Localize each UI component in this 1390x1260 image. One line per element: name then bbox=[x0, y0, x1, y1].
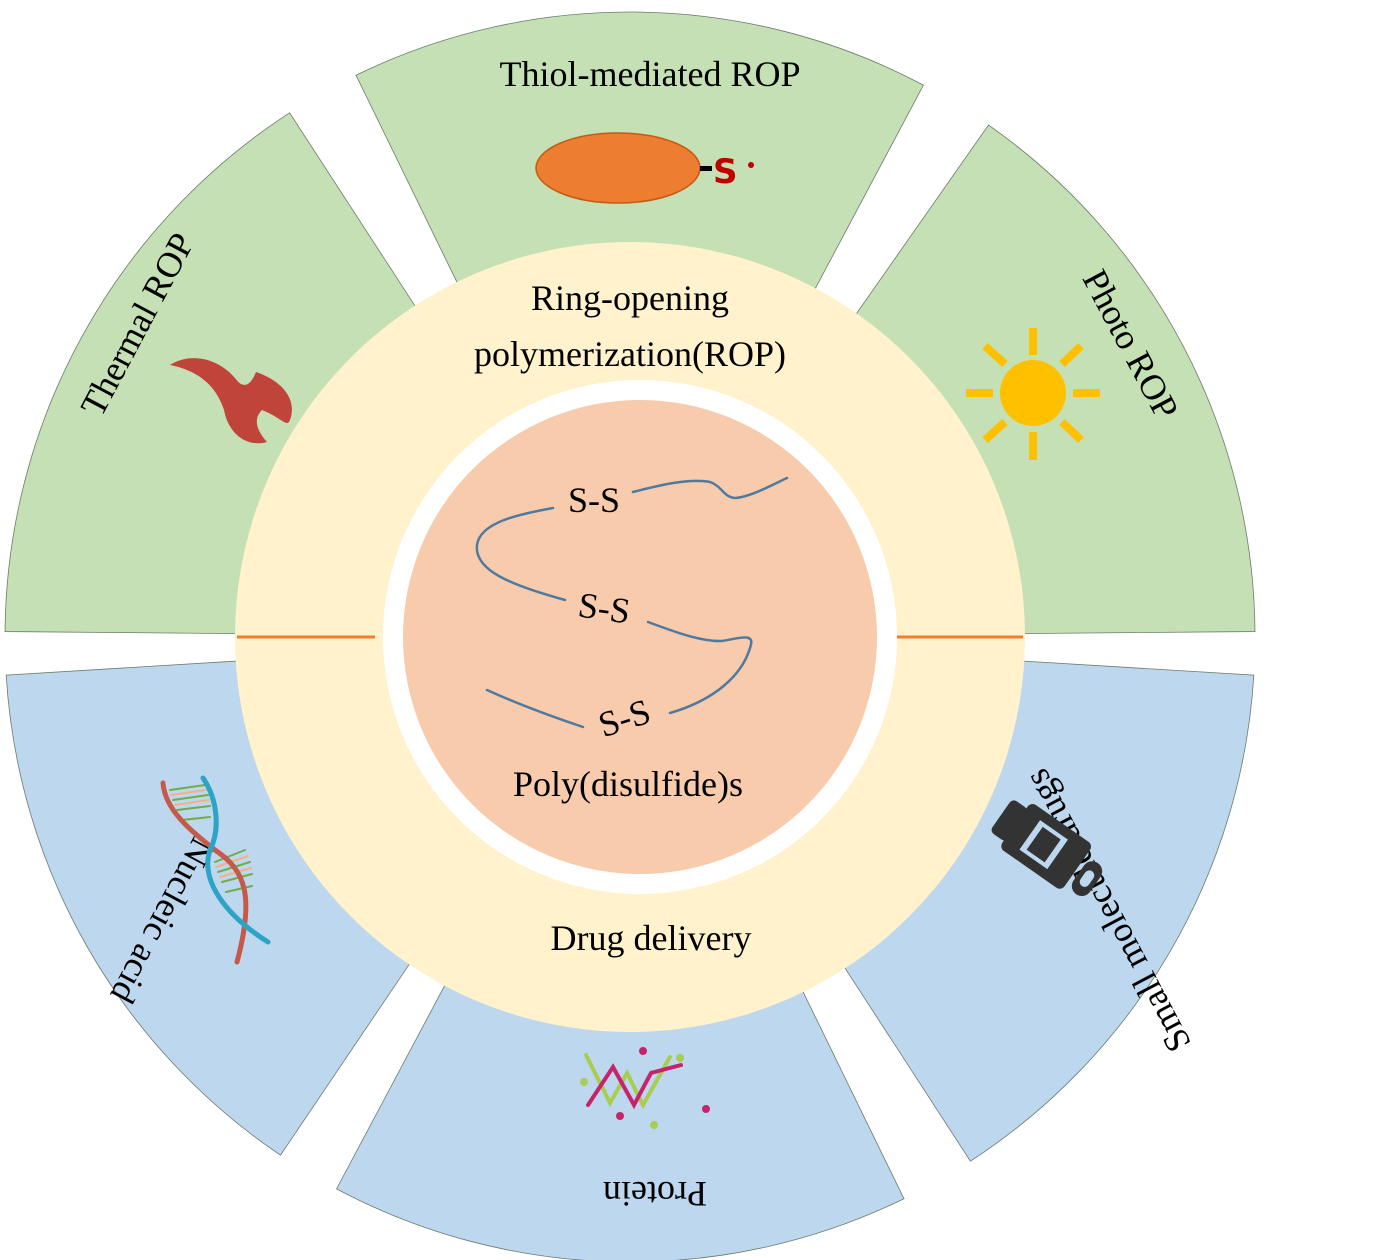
core-circle bbox=[403, 400, 877, 874]
flame-icon bbox=[170, 358, 292, 444]
thiol-rop-label: Thiol-mediated ROP bbox=[500, 54, 801, 94]
drug-delivery-label: Drug delivery bbox=[551, 918, 752, 958]
dna-icon bbox=[160, 775, 271, 965]
polymer-chain bbox=[475, 476, 789, 729]
sun-icon bbox=[966, 328, 1100, 460]
pill-bottle-icon bbox=[991, 800, 1103, 897]
disulfide-bond-1: S-S bbox=[568, 480, 620, 520]
svg-text:S: S bbox=[713, 152, 738, 192]
core-label: Poly(disulfide)s bbox=[513, 764, 743, 804]
disulfide-bond-2: S-S bbox=[576, 585, 633, 632]
protein-icon bbox=[580, 1047, 710, 1129]
rop-label-line1: Ring-opening bbox=[531, 278, 729, 318]
rop-label-line2: polymerization(ROP) bbox=[474, 334, 786, 374]
protein-label: Protein bbox=[603, 1174, 707, 1214]
thiol-radical-icon: S bbox=[535, 132, 754, 204]
